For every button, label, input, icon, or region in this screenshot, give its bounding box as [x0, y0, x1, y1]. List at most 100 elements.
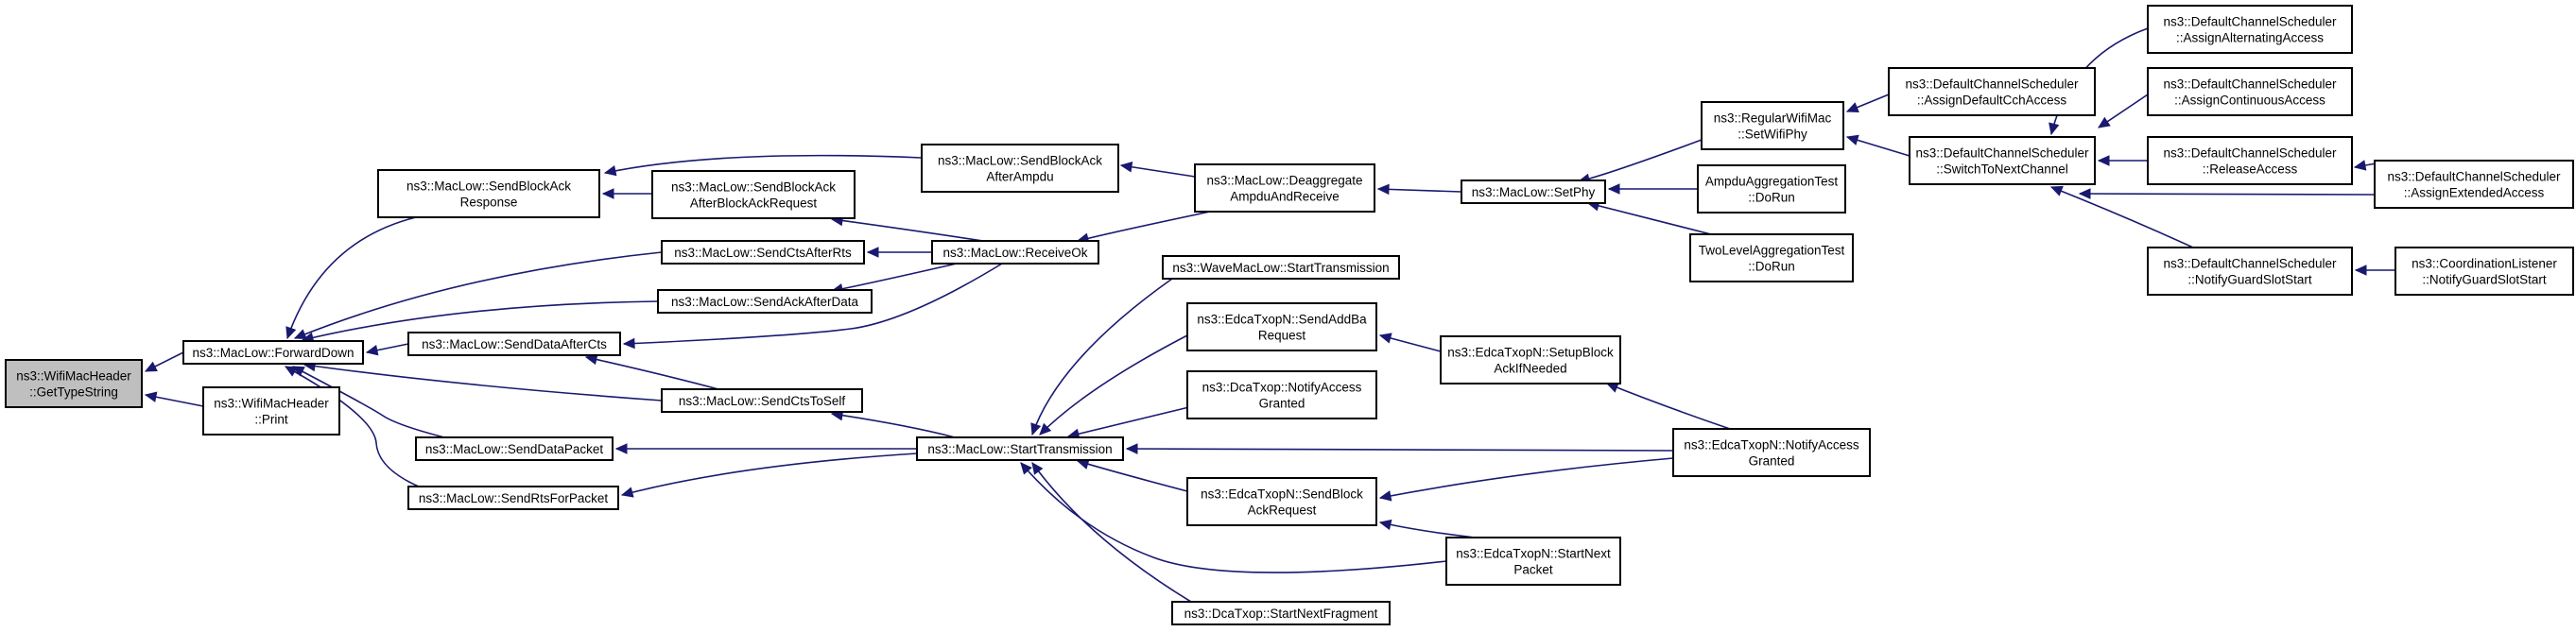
node-label-line: Granted [1259, 396, 1305, 410]
node-regularsetwifiphy[interactable]: ns3::RegularWifiMac::SetWifiPhy [1701, 101, 1844, 150]
edge-line [294, 251, 663, 339]
edge-line [623, 263, 1003, 345]
node-assignextended[interactable]: ns3::DefaultChannelScheduler::AssignExte… [2374, 160, 2574, 209]
node-box[interactable] [916, 436, 1124, 461]
node-box[interactable] [1194, 163, 1375, 213]
node-senddatapacket[interactable]: ns3::MacLow::SendDataPacket [415, 436, 614, 461]
node-box[interactable] [661, 240, 865, 265]
node-assignalternating[interactable]: ns3::DefaultChannelScheduler::AssignAlte… [2147, 5, 2353, 54]
node-label-line: Request [1258, 328, 1306, 342]
edge-edcanotify-to-sendblockackrequest [1378, 457, 1674, 502]
node-box[interactable] [661, 388, 863, 413]
node-box[interactable] [921, 144, 1119, 193]
node-box[interactable] [931, 240, 1099, 265]
node-box[interactable] [377, 169, 600, 218]
node-box[interactable] [2147, 247, 2353, 296]
node-box[interactable] [1701, 101, 1844, 150]
node-box[interactable] [1186, 477, 1377, 526]
node-box[interactable] [407, 486, 619, 510]
node-label-line: ns3::CoordinationListener [2412, 256, 2557, 270]
node-box[interactable] [1162, 255, 1400, 280]
node-sendackafterdata[interactable]: ns3::MacLow::SendAckAfterData [657, 289, 873, 314]
node-box[interactable] [202, 386, 340, 436]
edge-releaseaccess-to-switchtonext [2097, 155, 2148, 166]
node-print[interactable]: ns3::WifiMacHeader::Print [202, 386, 340, 436]
arrowhead [2049, 122, 2060, 136]
node-starttransmission[interactable]: ns3::MacLow::StartTransmission [916, 436, 1124, 461]
edge-sendctstoself-to-senddataafterctS [584, 353, 719, 390]
node-sendctsafterrts[interactable]: ns3::MacLow::SendCtsAfterRts [661, 240, 865, 265]
node-label-line: ns3::DefaultChannelScheduler [1915, 145, 2089, 160]
node-assigndefaultcch[interactable]: ns3::DefaultChannelScheduler::AssignDefa… [1888, 67, 2096, 116]
node-box[interactable] [651, 170, 856, 219]
node-sendrtsforpacket[interactable]: ns3::MacLow::SendRtsForPacket [407, 486, 619, 510]
node-box[interactable] [1186, 302, 1377, 351]
node-wavestarttransmission[interactable]: ns3::WaveMacLow::StartTransmission [1162, 255, 1400, 280]
node-box[interactable] [5, 359, 143, 408]
node-sendctstoself[interactable]: ns3::MacLow::SendCtsToSelf [661, 388, 863, 413]
node-box[interactable] [1445, 537, 1621, 586]
node-twoleveltest[interactable]: TwoLevelAggregationTest::DoRun [1689, 233, 1854, 282]
node-box[interactable] [1697, 164, 1846, 214]
node-label-line: Response [460, 195, 518, 209]
node-box[interactable] [2147, 5, 2353, 54]
arrowhead [365, 345, 379, 356]
node-gettypestring[interactable]: ns3::WifiMacHeader::GetTypeString [5, 359, 143, 408]
node-box[interactable] [2147, 136, 2353, 185]
node-box[interactable] [1440, 335, 1621, 384]
node-label-line: ns3::MacLow::SendBlockAck [938, 153, 1102, 167]
node-box[interactable] [657, 289, 873, 314]
arrowhead [1376, 183, 1390, 196]
arrowhead [293, 329, 307, 340]
edge-line [1031, 462, 1192, 603]
edge-forwarddown-to-gettypestring [144, 351, 184, 372]
node-switchtonext[interactable]: ns3::DefaultChannelScheduler::SwitchToNe… [1909, 136, 2096, 185]
arrowhead [622, 337, 635, 350]
node-setphy[interactable]: ns3::MacLow::SetPhy [1461, 179, 1606, 204]
arrowhead [2097, 155, 2110, 166]
edge-line [1587, 202, 1712, 235]
node-box[interactable] [2147, 67, 2353, 116]
node-box[interactable] [2394, 247, 2574, 296]
node-box[interactable] [407, 332, 621, 356]
node-forwarddown[interactable]: ns3::MacLow::ForwardDown [182, 340, 364, 365]
node-box[interactable] [415, 436, 614, 461]
edge-receiveok-to-sendblockackafterblockackrequest [830, 214, 984, 242]
arrowhead [144, 361, 158, 372]
edge-line [1077, 211, 1211, 242]
node-label-line: ns3::DefaultChannelScheduler [2163, 14, 2337, 28]
node-receiveok[interactable]: ns3::MacLow::ReceiveOk [931, 240, 1099, 265]
node-box[interactable] [1909, 136, 2096, 185]
node-box[interactable] [182, 340, 364, 365]
node-box[interactable] [1672, 428, 1871, 477]
node-box[interactable] [1689, 233, 1854, 282]
node-sendblockackafterblockackrequest[interactable]: ns3::MacLow::SendBlockAckAfterBlockAckRe… [651, 170, 856, 219]
edge-deaggregate-to-sendblockackafterampdu [1119, 162, 1196, 178]
edge-edcanotify-to-starttransmission [1125, 443, 1674, 454]
node-startnextfragment[interactable]: ns3::DcaTxop::StartNextFragment [1171, 601, 1391, 625]
node-ampdutest[interactable]: AmpduAggregationTest::DoRun [1697, 164, 1846, 214]
node-label-line: ::SwitchToNextChannel [1936, 162, 2068, 176]
node-assigncontinuous[interactable]: ns3::DefaultChannelScheduler::AssignCont… [2147, 67, 2353, 116]
edge-line [1377, 188, 1462, 193]
node-notifyguardslot[interactable]: ns3::DefaultChannelScheduler::NotifyGuar… [2147, 247, 2353, 296]
node-senddataafterctS[interactable]: ns3::MacLow::SendDataAfterCts [407, 332, 621, 356]
node-coordinationlistener[interactable]: ns3::CoordinationListener::NotifyGuardSl… [2394, 247, 2574, 296]
edge-line [2050, 186, 2194, 248]
node-box[interactable] [1171, 601, 1391, 625]
node-box[interactable] [1888, 67, 2096, 116]
node-box[interactable] [1461, 179, 1606, 204]
node-box[interactable] [2374, 160, 2574, 209]
node-box[interactable] [1186, 370, 1377, 419]
node-releaseaccess[interactable]: ns3::DefaultChannelScheduler::ReleaseAcc… [2147, 136, 2353, 185]
arrowhead [1119, 162, 1133, 173]
